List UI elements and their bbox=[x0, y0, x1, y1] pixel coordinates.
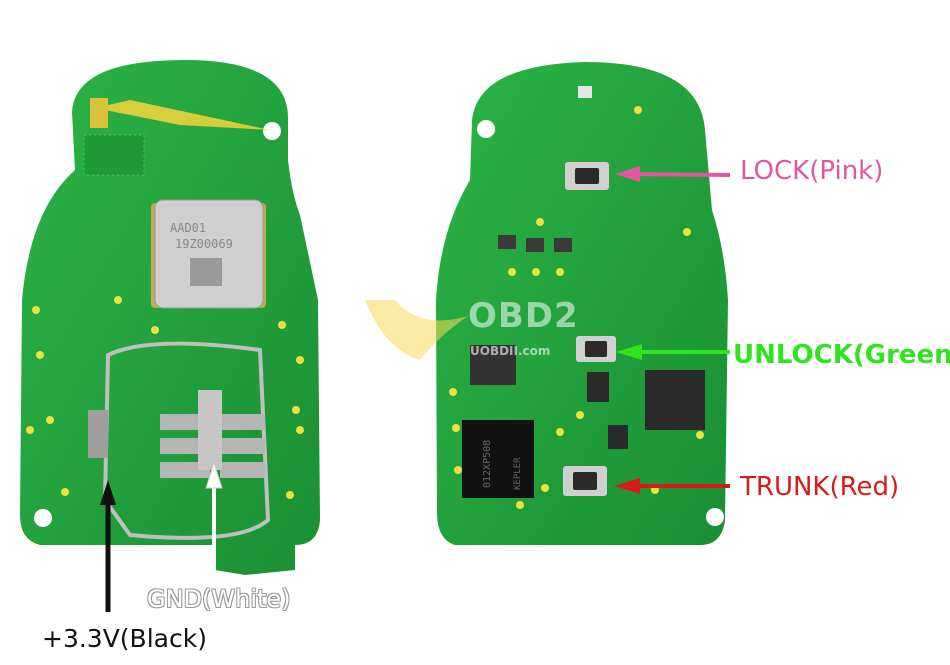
watermark-logo bbox=[365, 300, 468, 360]
qfn-chip bbox=[470, 345, 516, 385]
mount-hole bbox=[477, 120, 495, 138]
gold-pad bbox=[90, 98, 108, 128]
right-pcb: 012XP508 KEPLER bbox=[436, 62, 731, 545]
battery-tab bbox=[160, 462, 210, 478]
transistor bbox=[498, 235, 516, 249]
vcc-arrowhead bbox=[100, 480, 116, 505]
trunk-button-cap bbox=[573, 472, 597, 490]
led bbox=[578, 86, 592, 98]
vcc-label: +3.3V(Black) bbox=[42, 624, 207, 653]
unlock-button-cap bbox=[585, 341, 607, 357]
battery-clip bbox=[102, 341, 271, 540]
main-ic bbox=[462, 420, 534, 498]
ic-brand-marking: KEPLER bbox=[513, 457, 523, 490]
gnd-arrowhead bbox=[205, 461, 223, 489]
mount-hole bbox=[706, 508, 724, 526]
shield-marking-2: 19Z00069 bbox=[175, 237, 233, 251]
lock-arrow bbox=[627, 172, 731, 177]
transistor bbox=[526, 238, 544, 252]
battery-tab bbox=[220, 414, 265, 430]
metal-shield bbox=[154, 199, 264, 309]
battery-tab bbox=[220, 438, 265, 454]
qr-code bbox=[190, 258, 222, 286]
battery-tab bbox=[160, 414, 210, 430]
unlock-arrowhead bbox=[616, 344, 642, 360]
solder-pads bbox=[449, 106, 704, 509]
lock-button-cap bbox=[575, 168, 599, 184]
lock-label: LOCK(Pink) bbox=[740, 156, 884, 186]
mount-hole bbox=[34, 509, 52, 527]
ic-marking: 012XP508 bbox=[482, 440, 493, 488]
battery-tab bbox=[160, 438, 210, 454]
transistor bbox=[554, 238, 572, 252]
left-pcb: AAD01 19Z00069 bbox=[20, 60, 320, 612]
watermark-url: UOBDII.com bbox=[470, 344, 551, 358]
gold-trace bbox=[95, 100, 270, 130]
unlock-label: UNLOCK(Green) bbox=[733, 340, 950, 370]
mcu-chip bbox=[645, 370, 705, 430]
solder-pads bbox=[26, 296, 304, 499]
watermark-brand: OBD2 bbox=[468, 296, 579, 336]
lock-arrowhead bbox=[615, 166, 640, 182]
shield-marking-1: AAD01 bbox=[170, 221, 206, 235]
battery-tab bbox=[220, 462, 265, 478]
small-ic bbox=[608, 425, 628, 449]
ic-footprint bbox=[83, 134, 145, 176]
trunk-arrowhead bbox=[614, 478, 640, 494]
battery-contact-left bbox=[88, 410, 108, 458]
gnd-label: GND(White) bbox=[147, 585, 291, 613]
trunk-label: TRUNK(Red) bbox=[740, 472, 900, 502]
mount-hole bbox=[263, 122, 281, 140]
battery-center-contact bbox=[198, 390, 222, 470]
small-ic bbox=[587, 372, 609, 402]
